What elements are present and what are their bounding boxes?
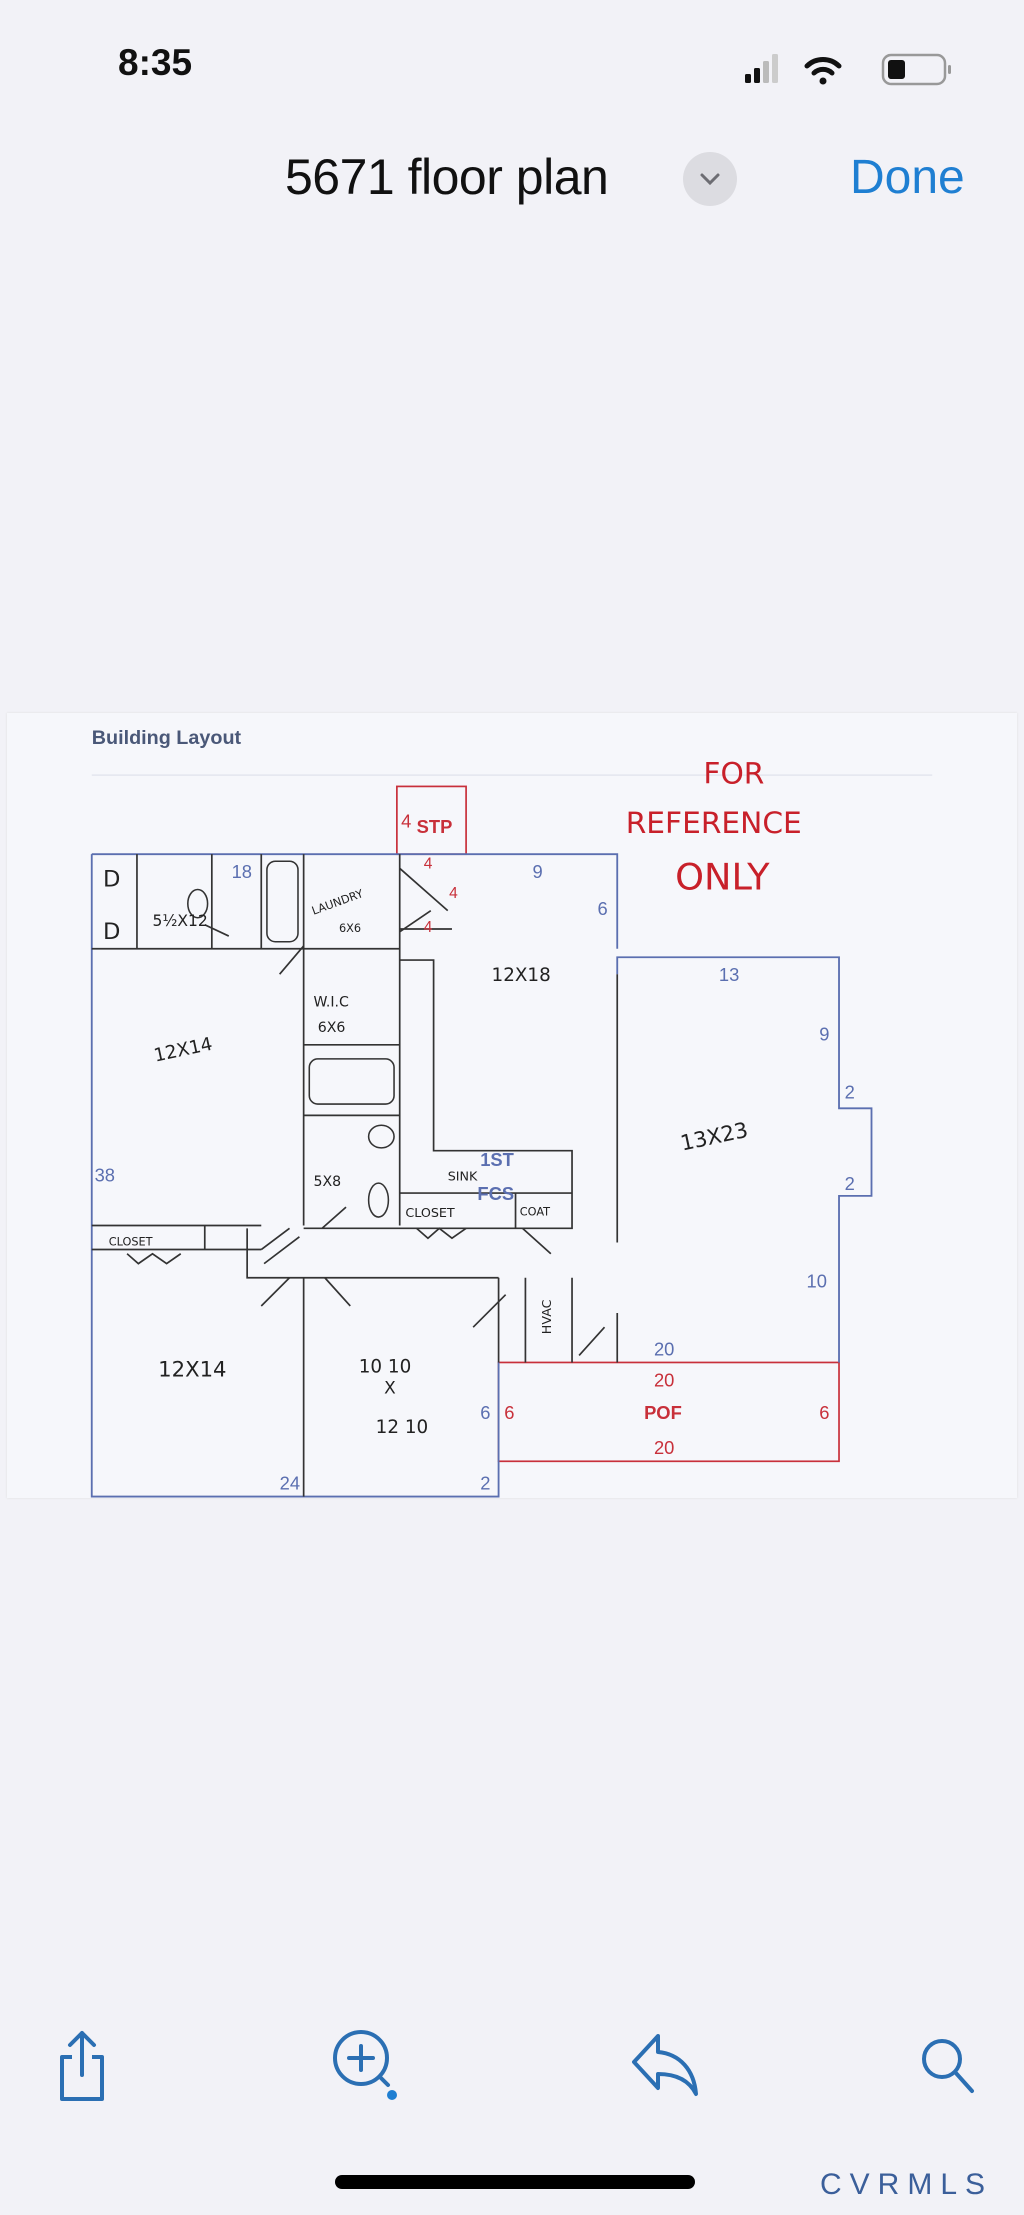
coat-closet-label: COAT [520, 1206, 550, 1219]
search-button[interactable] [908, 2025, 988, 2105]
reply-icon [632, 2034, 698, 2096]
wic-label: W.I.C [314, 995, 349, 1011]
dimension-label: 9 [532, 861, 542, 882]
svg-text:REFERENCE: REFERENCE [626, 805, 802, 840]
fcs-label: FCS [477, 1183, 514, 1204]
share-icon [60, 2031, 104, 2101]
dimension-label: 13 [719, 964, 739, 985]
reference-only-stamp: FOR REFERENCE ONLY [626, 756, 802, 899]
dimension-label: 18 [232, 861, 252, 882]
dryer-label: D [103, 867, 120, 893]
svg-text:FOR: FOR [703, 756, 764, 791]
living-size-label: 13X23 [678, 1117, 750, 1156]
step-dimension: 4 [424, 855, 433, 872]
dimension-label: 9 [819, 1024, 829, 1045]
zoom-in-icon [333, 2030, 397, 2100]
bedroom2-size-label: 12X14 [158, 1357, 226, 1382]
first-floor-label: 1ST [480, 1149, 514, 1170]
laundry-size-label: 6X6 [339, 922, 361, 935]
dimension-label: 38 [95, 1165, 115, 1186]
porch-left-dimension: 6 [504, 1402, 514, 1423]
dimension-label: 2 [480, 1473, 490, 1494]
share-button[interactable] [42, 2025, 122, 2105]
bath-size-label: 5½X12 [152, 912, 207, 930]
kitchen-size-label: 12X18 [492, 965, 551, 986]
bedroom3-x-label: X [384, 1378, 396, 1398]
toilet-icon [367, 1124, 395, 1149]
dimension-label: 6 [597, 898, 607, 919]
plan-heading: Building Layout [92, 727, 242, 749]
done-button[interactable]: Done [850, 151, 965, 204]
stoop-label: STP [417, 816, 453, 837]
fixtures [187, 860, 395, 1218]
battery-icon [881, 53, 951, 86]
chevron-down-icon [700, 173, 720, 186]
bathtub-icon [308, 1058, 395, 1105]
bedroom3-width-label: 10 10 [359, 1356, 412, 1377]
dimension-label: 6 [480, 1402, 490, 1423]
dimension-label: 20 [654, 1338, 674, 1359]
cvrmls-watermark: CVRMLS [820, 2168, 994, 2201]
bedroom-size-label: 12X14 [152, 1034, 214, 1067]
toilet-icon [187, 888, 209, 919]
exterior-walls [90, 853, 873, 1498]
bathtub-icon [266, 860, 299, 943]
toilet-icon [367, 1182, 390, 1218]
interior-walls [91, 854, 619, 1497]
markup-zoom-button[interactable] [326, 2025, 406, 2105]
porch-label: POF [644, 1402, 682, 1423]
step-dimension: 4 [449, 885, 458, 902]
dimension-label: 2 [845, 1173, 855, 1194]
status-icons [745, 50, 975, 90]
bedroom3-length-label: 12 10 [376, 1417, 429, 1438]
reply-button[interactable] [626, 2025, 706, 2105]
washer-label: D [103, 919, 120, 945]
step-dimension: 4 [424, 919, 433, 936]
title-menu-button[interactable] [683, 152, 737, 206]
porch-bottom-dimension: 20 [654, 1437, 674, 1458]
dimension-label: 2 [845, 1081, 855, 1102]
document-title: 5671 floor plan [285, 149, 609, 205]
wifi-icon [804, 57, 842, 85]
laundry-label: LAUNDRY [310, 887, 365, 918]
porch-top-dimension: 20 [654, 1369, 674, 1390]
floor-plan-document[interactable]: Building Layout FOR REFERENCE ONLY D D 5… [7, 713, 1017, 1498]
closet-label: CLOSET [405, 1205, 455, 1220]
dimension-label: 10 [807, 1271, 827, 1292]
bath2-size-label: 5X8 [314, 1174, 342, 1190]
home-indicator [335, 2175, 695, 2189]
search-icon [922, 2039, 974, 2093]
sink-label: SINK [448, 1168, 478, 1183]
hvac-label: HVAC [539, 1299, 554, 1334]
wic-size-label: 6X6 [318, 1020, 346, 1036]
dimension-label: 24 [280, 1473, 300, 1494]
svg-text:ONLY: ONLY [675, 855, 770, 898]
cellular-signal-icon [745, 54, 778, 83]
closet-label: CLOSET [109, 1235, 153, 1248]
floor-plan-drawing: Building Layout FOR REFERENCE ONLY D D 5… [90, 727, 933, 1498]
status-time: 8:35 [118, 42, 193, 83]
stp-dimension: 4 [401, 810, 411, 831]
porch-right-dimension: 6 [819, 1402, 829, 1423]
